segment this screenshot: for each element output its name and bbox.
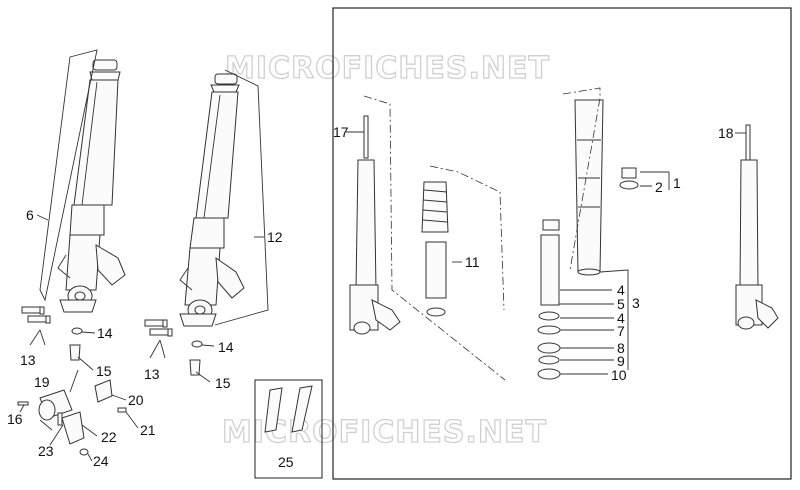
callout-4-lower: 4 xyxy=(617,310,625,326)
bolts-13-left xyxy=(21,306,51,324)
callout-4-upper: 4 xyxy=(617,282,625,298)
callout-16: 16 xyxy=(7,411,23,427)
fork-assembly-middle xyxy=(179,73,245,327)
screw-15-mid xyxy=(189,359,201,376)
callout-12: 12 xyxy=(267,229,283,245)
tube-dash-guide xyxy=(562,87,601,271)
callout-15-mid: 15 xyxy=(215,375,231,391)
screw-21 xyxy=(117,407,127,413)
washer-14-mid xyxy=(191,340,203,348)
callout-21: 21 xyxy=(140,422,156,438)
left-damper-dash xyxy=(363,95,506,381)
damper-right-18 xyxy=(735,124,779,330)
callout-5: 5 xyxy=(617,296,625,312)
cap-1 xyxy=(621,167,637,179)
callout-20: 20 xyxy=(128,392,144,408)
callout-19: 19 xyxy=(34,374,50,390)
bracket-20 xyxy=(94,379,113,403)
plate-22 xyxy=(61,411,85,445)
callout-23: 23 xyxy=(38,443,54,459)
callout-9: 9 xyxy=(617,353,625,369)
callout-22: 22 xyxy=(101,429,117,445)
screw-23 xyxy=(57,412,63,426)
oring-2 xyxy=(619,180,639,190)
leader-12-bracket xyxy=(214,69,269,326)
callout-6: 6 xyxy=(26,207,34,223)
callout-15-left: 15 xyxy=(96,363,112,379)
callout-24: 24 xyxy=(93,453,109,469)
callout-3: 3 xyxy=(632,295,640,311)
callout-10: 10 xyxy=(611,367,627,383)
callout-2: 2 xyxy=(655,179,663,195)
damper-left-17 xyxy=(349,115,401,335)
callout-1: 1 xyxy=(673,175,681,191)
callout-13-mid: 13 xyxy=(144,366,160,382)
detail-frame xyxy=(332,7,792,480)
fork-assembly-left xyxy=(57,59,126,313)
callout-14-mid: 14 xyxy=(218,339,234,355)
callout-11: 11 xyxy=(465,254,480,270)
screw-16 xyxy=(17,401,29,406)
nut-24 xyxy=(79,448,89,456)
spring-dash xyxy=(429,165,505,311)
callout-25: 25 xyxy=(278,454,294,470)
leader-6-bracket xyxy=(39,49,98,302)
callout-17: 17 xyxy=(333,124,349,140)
watermark-top: MICROFICHES.NET xyxy=(225,51,550,86)
callout-14-left: 14 xyxy=(97,325,113,341)
callout-13-left: 13 xyxy=(20,352,36,368)
sensor-assembly-19 xyxy=(38,369,79,431)
callout-7: 7 xyxy=(617,323,625,339)
inner-tube-detail xyxy=(574,99,604,276)
leader-lines xyxy=(19,131,746,462)
item-25-box xyxy=(254,379,323,479)
callout-18: 18 xyxy=(718,125,734,141)
bolts-13-mid xyxy=(144,319,173,337)
spring-set-11 xyxy=(421,181,449,317)
cartridge-stack xyxy=(537,219,561,380)
protector-strips-25 xyxy=(264,385,313,433)
callout-8: 8 xyxy=(617,340,625,356)
screw-15-left xyxy=(69,344,81,361)
washer-14-left xyxy=(71,327,83,335)
